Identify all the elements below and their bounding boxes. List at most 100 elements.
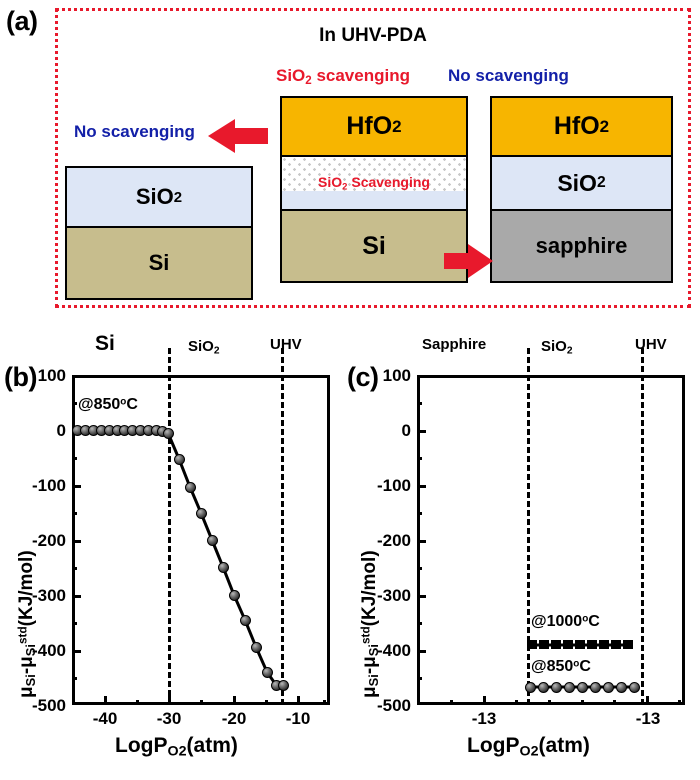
ytickmark-minor-c [417,402,422,405]
panel-a-letter: (a) [6,6,38,36]
divider-sio2-uhv-c [641,348,644,705]
ytickmark-b [72,650,81,653]
region-label-sio2-c: SiO2 [541,338,573,357]
data-line-1000c-c [528,643,633,647]
arrow-right-shaft [444,253,470,269]
ytickmark-c [417,375,426,378]
ytick--400-c: -400 [376,641,411,660]
ytickmark-c [417,485,426,488]
ytick--100-b: -100 [31,476,66,495]
data-point-b [196,508,207,519]
annotation-850c-c: @850oC [531,658,591,675]
scavenging-hatch-pattern [282,157,466,192]
xtickmark-b [168,696,171,705]
ytickmark-minor-b [72,402,77,405]
ytickmark-b [72,485,81,488]
data-line-b [77,428,282,687]
caption-center-sio2-scavenging: SiO2 scavenging [276,66,410,87]
ytick--500-b: -500 [31,696,66,715]
arrow-right-icon [444,244,493,278]
xtickmark-minor-c [548,700,551,705]
ytickmark-minor-c [417,512,422,515]
xtick--30-b: -30 [156,709,182,728]
ytick--300-b: -300 [31,586,66,605]
ytick-100-c: 100 [382,366,411,385]
ytick--400-b: -400 [31,641,66,660]
data-point-b [278,680,289,691]
arrow-right-head [468,244,493,278]
annotation-1000c-c: @1000oC [531,613,600,630]
ytick-100-b: 100 [37,366,66,385]
data-point-b [185,482,196,493]
ytickmark-b [72,375,81,378]
data-point-850c-c [603,682,614,693]
ytickmark-c [417,430,426,433]
data-point-850c-c [564,682,575,693]
data-line-850c-c [530,685,635,689]
xtickmark-minor-c [515,700,518,705]
xtickmark-minor-b [200,700,203,705]
plot-panel-c: Sapphire SiO2 UHV 100 0 -100 -200 -300 -… [345,330,700,780]
panel-b-letter: (b) [4,362,37,392]
region-label-sapphire-c: Sapphire [422,336,487,353]
xtickmark-minor-c [450,700,453,705]
xtick-right-c: -13 [635,709,661,728]
region-label-si-b: Si [95,332,115,355]
xtick--20-b: -20 [221,709,247,728]
xtickmark-minor-c [581,700,584,705]
xtickmark-minor-b [323,700,326,705]
ytick-0-c: 0 [401,421,411,440]
scavenging-label: SiO2 Scavenging [318,173,430,193]
ytick--300-c: -300 [376,586,411,605]
ytickmark-minor-b [72,567,77,570]
data-point-b [262,667,273,678]
ytickmark-c [417,650,426,653]
ytickmark-minor-b [72,512,77,515]
data-point-850c-c [525,682,536,693]
ytickmark-minor-b [72,622,77,625]
divider-sapphire-sio2-c [527,348,530,705]
data-point-b [229,590,240,601]
data-point-b [174,454,185,465]
panel-c-letter: (c) [347,362,379,392]
ytickmark-c [417,540,426,543]
region-label-sio2-b: SiO2 [188,338,220,357]
ytickmark-minor-c [417,622,422,625]
ytickmark-minor-c [417,567,422,570]
arrow-left-icon [208,119,268,153]
xtick--40-b: -40 [92,709,118,728]
data-point-b [218,562,229,573]
xtickmark-minor-b [265,700,268,705]
ytickmark-minor-b [72,457,77,460]
data-point-b [163,428,174,439]
xtickmark-c [646,696,649,705]
annotation-850c-b: @850oC [78,396,138,413]
divider-sio2-uhv-b [281,348,284,705]
schematic-panel-a: In UHV-PDA No scavenging SiO2 scavenging… [55,8,691,308]
data-point-b [240,615,251,626]
ytickmark-b [72,540,81,543]
arrow-left-shaft [233,128,268,144]
xtick-left-c: -13 [471,709,497,728]
plot-panel-b: Si SiO2 UHV 100 0 -100 -200 -300 -400 -5… [0,330,350,780]
plot-frame-c [417,375,685,705]
caption-left-no-scavenging: No scavenging [74,122,195,141]
xtickmark-b [104,696,107,705]
arrow-left-head [208,119,235,153]
layer-sapphire-right: sapphire [490,211,673,283]
region-label-uhv-b: UHV [270,336,302,353]
ytick--200-b: -200 [31,531,66,550]
layer-si-left: Si [65,228,253,300]
ytick--100-c: -100 [376,476,411,495]
ytickmark-b [72,595,81,598]
data-point-850c-c [590,682,601,693]
ytickmark-minor-c [417,677,422,680]
xtick--10-b: -10 [285,709,311,728]
xtickmark-minor-c [678,700,681,705]
ytick--200-c: -200 [376,531,411,550]
